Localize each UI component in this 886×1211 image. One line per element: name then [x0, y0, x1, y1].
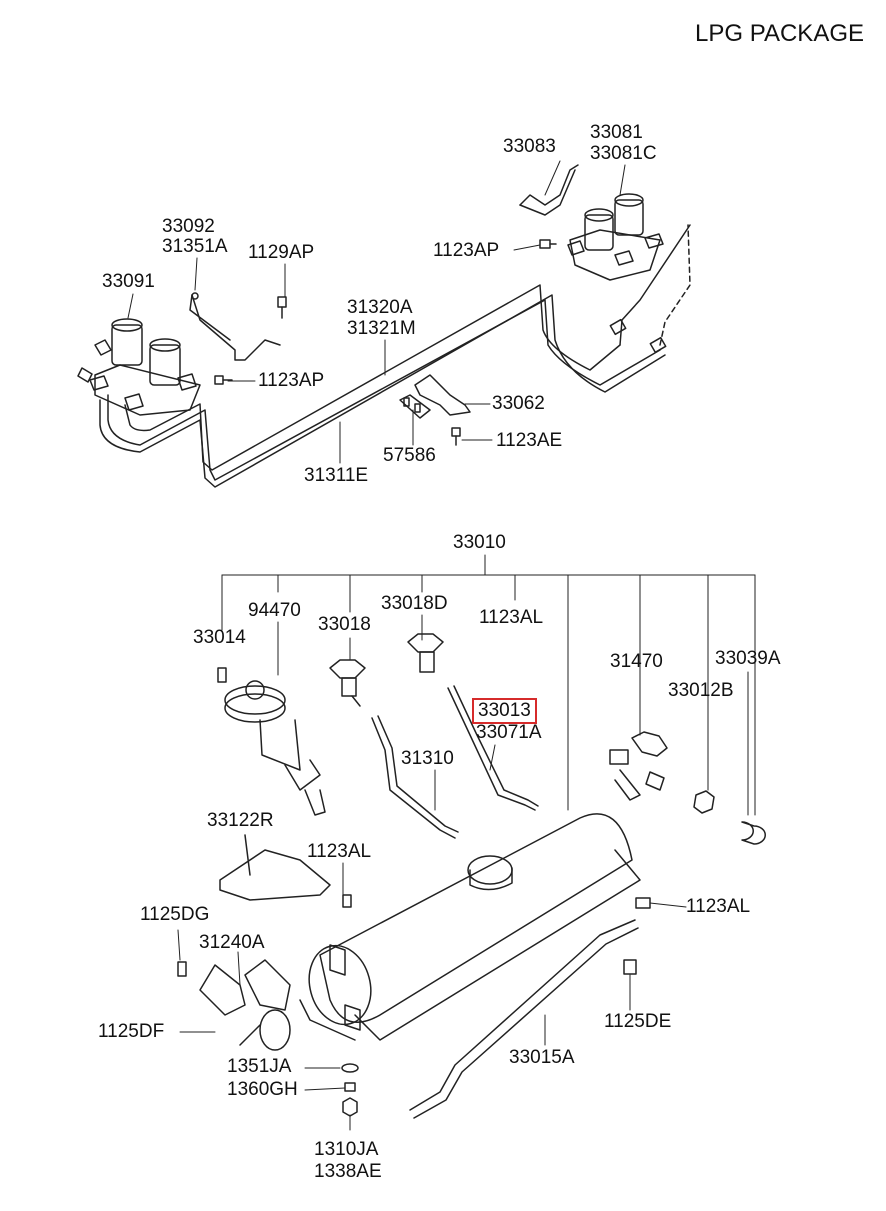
bolt-33014	[217, 667, 227, 683]
part-label-1310JA[interactable]: 1310JA	[314, 1139, 379, 1160]
part-label-1125DF[interactable]: 1125DF	[98, 1021, 165, 1042]
part-label-1123AL-mid[interactable]: 1123AL	[307, 841, 372, 862]
part-label-1123AL-top[interactable]: 1123AL	[479, 607, 544, 628]
fuel-pipe-upper	[99, 224, 691, 488]
nut-33012B	[693, 790, 715, 814]
valve-33018	[329, 659, 459, 839]
part-label-57586[interactable]: 57586	[383, 445, 436, 466]
part-label-33015A[interactable]: 33015A	[509, 1047, 575, 1068]
part-label-31470[interactable]: 31470	[610, 651, 663, 672]
part-label-33039A[interactable]: 33039A	[715, 648, 781, 669]
hardware-stack	[341, 1063, 359, 1117]
part-label-33083[interactable]: 33083	[503, 136, 556, 157]
leader-lines-bottom	[177, 744, 687, 1131]
bracket-33122R	[219, 834, 352, 908]
part-label-31310[interactable]: 31310	[401, 748, 454, 769]
part-label-33018D[interactable]: 33018D	[381, 593, 448, 614]
part-label-1338AE[interactable]: 1338AE	[314, 1161, 382, 1182]
part-label-31320A[interactable]: 31320A	[347, 297, 413, 318]
lpg-tank	[299, 813, 641, 1041]
hose-33015A	[409, 919, 639, 1119]
bracket-33062	[399, 374, 471, 446]
part-label-33081[interactable]: 33081	[590, 122, 643, 143]
part-label-1123AL-right[interactable]: 1123AL	[686, 896, 751, 917]
leader-tree-33010	[221, 554, 756, 816]
part-label-1360GH[interactable]: 1360GH	[227, 1079, 298, 1100]
part-label-1123AP-top[interactable]: 1123AP	[433, 240, 500, 261]
part-label-33062[interactable]: 33062	[492, 393, 545, 414]
part-label-31351A[interactable]: 31351A	[162, 236, 228, 257]
part-label-1125DG[interactable]: 1125DG	[140, 904, 210, 925]
part-label-33091[interactable]: 33091	[102, 271, 155, 292]
solenoid-valve-left	[77, 318, 201, 416]
part-label-31321M[interactable]: 31321M	[347, 318, 416, 339]
part-label-33013-highlighted[interactable]: 33013	[472, 698, 537, 724]
part-label-33122R[interactable]: 33122R	[207, 810, 274, 831]
part-label-33012B[interactable]: 33012B	[668, 680, 734, 701]
part-label-33018[interactable]: 33018	[318, 614, 371, 635]
part-label-33081C[interactable]: 33081C	[590, 143, 657, 164]
part-label-33014[interactable]: 33014	[193, 627, 246, 648]
valve-31470	[609, 731, 668, 801]
bolt-1125DG	[177, 961, 187, 977]
bracket-33092	[189, 292, 287, 385]
bracket-33083	[519, 164, 579, 216]
part-label-31240A[interactable]: 31240A	[199, 932, 265, 953]
valve-33018D	[407, 633, 539, 811]
bolt-1123AL-right	[635, 897, 651, 909]
solenoid-valve-right	[539, 193, 664, 281]
part-label-1123AP-mid[interactable]: 1123AP	[258, 370, 325, 391]
cap-33039A	[741, 821, 766, 845]
part-label-31311E[interactable]: 31311E	[304, 465, 369, 486]
part-label-33071A[interactable]: 33071A	[476, 722, 542, 743]
part-label-33092[interactable]: 33092	[162, 216, 215, 237]
part-label-1129AP[interactable]: 1129AP	[248, 242, 315, 263]
part-label-94470[interactable]: 94470	[248, 600, 301, 621]
part-label-1125DE[interactable]: 1125DE	[604, 1011, 672, 1032]
part-label-1123AE[interactable]: 1123AE	[496, 430, 563, 451]
leader-lines-top	[127, 160, 626, 464]
filler-94470	[224, 680, 326, 816]
bolt-1125DE	[623, 959, 637, 975]
diagram-title: LPG PACKAGE	[695, 20, 864, 47]
part-label-1351JA[interactable]: 1351JA	[227, 1056, 292, 1077]
part-label-33010[interactable]: 33010	[453, 532, 506, 553]
bracket-31240A	[199, 959, 291, 1051]
